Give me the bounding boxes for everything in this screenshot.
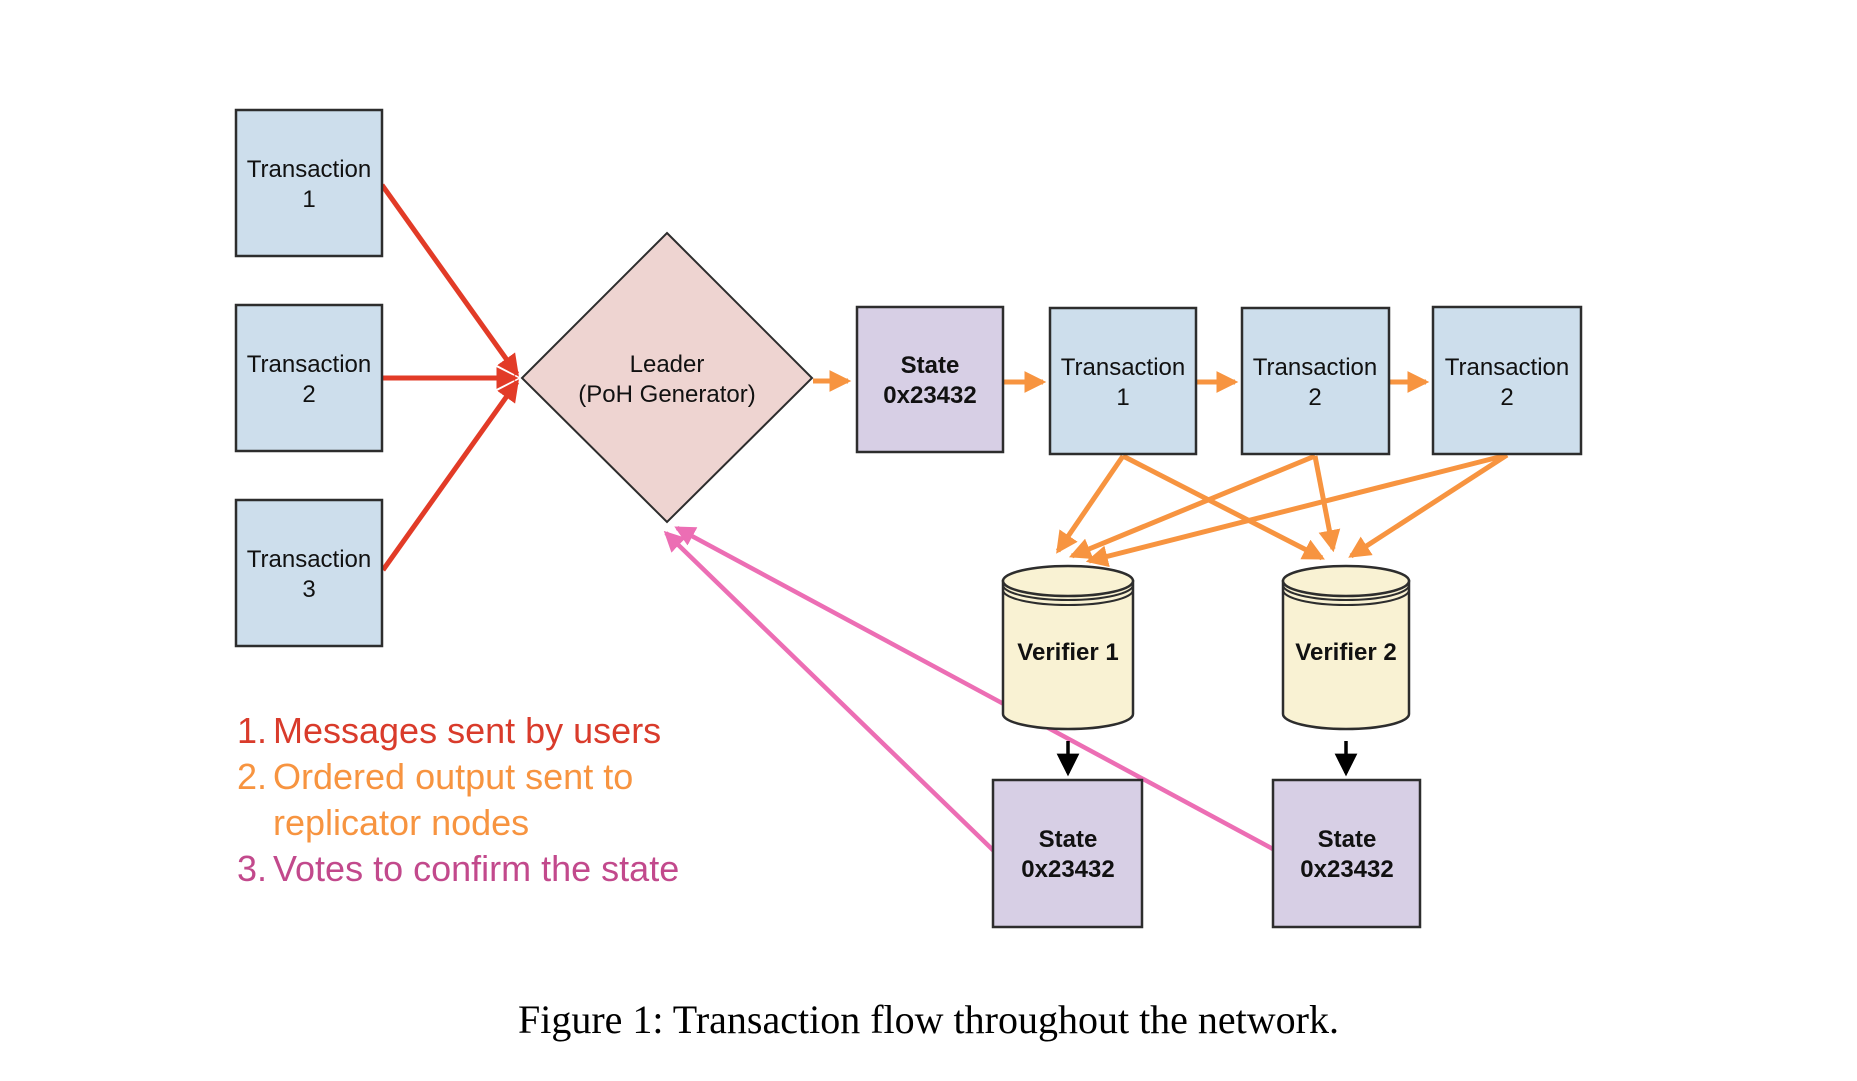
verifier-2-cylinder-lid-line [1282,584,1410,601]
verifier-1-cylinder-lid-line [1002,584,1134,601]
leader-label: Leader [630,351,705,378]
legend-item-1-text: Messages sent by users [273,710,662,751]
leader-sublabel: (PoH Generator) [578,381,755,408]
node-user-transaction-1: Transaction 1 [234,108,384,258]
legend: 1. Messages sent by users 2. Ordered out… [237,708,679,892]
verifier-1-label: Verifier 1 [1017,639,1118,666]
legend-item-votes: 3. Votes to confirm the state [237,846,679,892]
ledger-transaction-1-label: Transaction [1061,354,1186,381]
verifier-1-cylinder-lid-line2 [1002,589,1134,606]
state-top-value: 0x23432 [883,382,976,409]
figure-caption: Figure 1: Transaction flow throughout th… [517,997,1340,1042]
arrow-ledger-tx2b-to-verifier1 [1085,452,1508,568]
verifier-2-cylinder-lid-line2 [1282,589,1410,606]
user-transaction-3-label: Transaction [247,546,372,573]
arrow-user-tx3-to-leader [380,379,520,572]
user-transaction-1-number: 1 [302,186,315,213]
legend-item-3-text: Votes to confirm the state [273,848,680,889]
state-verifier-2-value: 0x23432 [1300,856,1393,883]
user-transaction-1-box [234,108,384,258]
arrow-ledger-tx2-to-verifier1 [1068,453,1316,560]
user-transaction-2-box [234,303,384,453]
node-state-verifier-2: State 0x23432 [1271,778,1422,929]
node-state-top: State 0x23432 [855,305,1005,454]
arrow-ledger-tx2b-to-verifier2 [1348,452,1509,559]
user-transaction-1-label: Transaction [247,156,372,183]
state-verifier-2-box [1271,778,1422,929]
ledger-transaction-2-number: 2 [1308,384,1321,411]
ledger-transaction-1-number: 1 [1116,384,1129,411]
state-verifier-1-label: State [1039,826,1098,853]
legend-item-2-text-line2: replicator nodes [273,802,530,843]
verifier-2-cylinder-top [1281,564,1411,598]
verifier-1-cylinder-body [1001,579,1135,731]
arrow-ledger-tx1-to-verifier2 [1121,453,1325,561]
arrow-state1-vote-to-leader [663,530,998,855]
verifier-2-label: Verifier 2 [1295,639,1396,666]
node-state-verifier-1: State 0x23432 [991,778,1144,929]
arrow-ledger-tx1-to-verifier1 [1055,454,1126,554]
user-transaction-2-number: 2 [302,381,315,408]
node-user-transaction-2: Transaction 2 [234,303,384,453]
node-verifier-1: Verifier 1 [1001,564,1135,731]
ledger-transaction-2b-label: Transaction [1445,354,1570,381]
ledger-transaction-2-box [1240,306,1391,456]
arrow-state2-vote-to-leader [674,526,1275,851]
ledger-transaction-1-box [1048,306,1198,456]
node-ledger-transaction-1: Transaction 1 [1048,306,1198,456]
legend-item-2-number: 2. [237,756,268,797]
arrow-user-tx1-to-leader [379,183,520,377]
user-transaction-2-label: Transaction [247,351,372,378]
legend-item-ordered-output: 2. Ordered output sent to replicator nod… [237,754,679,846]
leader-diamond [520,231,814,524]
state-top-label: State [901,352,960,379]
ledger-transaction-2b-box [1431,305,1583,456]
state-verifier-1-box [991,778,1144,929]
verifier-1-cylinder-top [1001,564,1135,598]
user-transaction-3-number: 3 [302,576,315,603]
legend-item-2-text-line1: Ordered output sent to [273,756,634,797]
node-ledger-transaction-2: Transaction 2 [1240,306,1391,456]
state-verifier-1-value: 0x23432 [1021,856,1114,883]
state-verifier-2-label: State [1318,826,1377,853]
legend-item-3-number: 3. [237,848,268,889]
legend-item-messages: 1. Messages sent by users [237,708,679,754]
legend-item-1-number: 1. [237,710,268,751]
ledger-transaction-2-label: Transaction [1253,354,1378,381]
node-verifier-2: Verifier 2 [1281,564,1411,731]
ledger-transaction-2b-number: 2 [1500,384,1513,411]
node-user-transaction-3: Transaction 3 [234,498,384,648]
node-ledger-transaction-2b: Transaction 2 [1431,305,1583,456]
node-leader: Leader (PoH Generator) [520,231,814,524]
verifier-2-cylinder-body [1281,579,1411,731]
user-transaction-3-box [234,498,384,648]
state-top-box [855,305,1005,454]
